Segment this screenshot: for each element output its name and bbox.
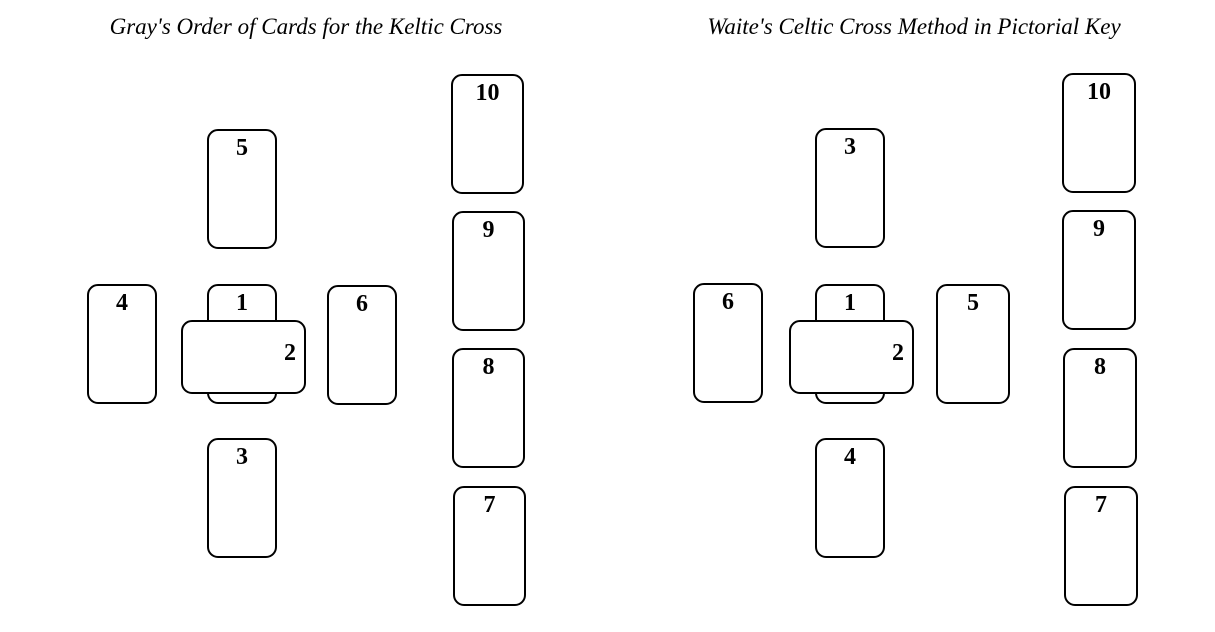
card-9: 9	[452, 211, 525, 331]
card-6: 6	[693, 283, 763, 403]
card-2: 2	[181, 320, 306, 394]
card-3: 3	[815, 128, 885, 248]
card-8: 8	[452, 348, 525, 468]
card-number: 2	[284, 340, 296, 366]
card-number: 6	[722, 289, 734, 315]
diagram-title: Waite's Celtic Cross Method in Pictorial…	[707, 14, 1121, 39]
card-7: 7	[453, 486, 526, 606]
card-number: 10	[1087, 79, 1111, 105]
card-number: 5	[967, 290, 979, 316]
card-5: 5	[207, 129, 277, 249]
card-9: 9	[1062, 210, 1136, 330]
card-number: 2	[892, 340, 904, 366]
card-10: 10	[451, 74, 524, 194]
card-number: 10	[475, 80, 500, 106]
card-number: 4	[116, 290, 128, 316]
card-3: 3	[207, 438, 277, 558]
card-number: 5	[236, 135, 248, 161]
card-number: 4	[844, 444, 856, 470]
card-number: 7	[483, 492, 496, 518]
card-number: 9	[482, 217, 495, 243]
card-number: 1	[236, 290, 248, 316]
card-number: 1	[844, 290, 856, 316]
card-number: 9	[1093, 216, 1105, 242]
card-number: 8	[482, 354, 495, 380]
card-4: 4	[87, 284, 157, 404]
card-2: 2	[789, 320, 914, 394]
card-4: 4	[815, 438, 885, 558]
card-number: 6	[356, 291, 368, 317]
card-7: 7	[1064, 486, 1138, 606]
card-6: 6	[327, 285, 397, 405]
card-number: 7	[1095, 492, 1107, 518]
card-number: 3	[236, 444, 248, 470]
card-5: 5	[936, 284, 1010, 404]
card-10: 10	[1062, 73, 1136, 193]
card-8: 8	[1063, 348, 1137, 468]
diagram-title: Gray's Order of Cards for the Keltic Cro…	[109, 14, 503, 39]
card-number: 8	[1094, 354, 1106, 380]
card-number: 3	[844, 134, 856, 160]
